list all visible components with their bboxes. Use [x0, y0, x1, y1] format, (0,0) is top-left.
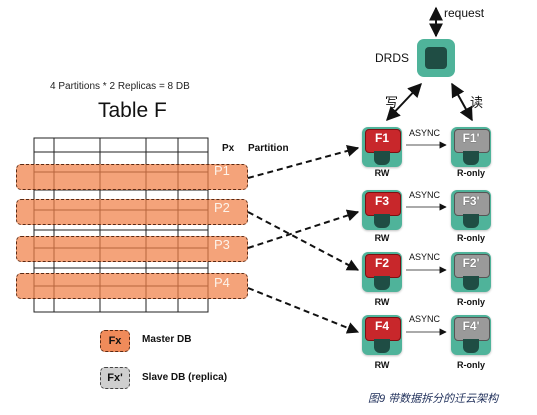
write-label: 写: [385, 95, 399, 110]
partition-bar-p1: [16, 164, 248, 190]
read-only-label: R-only: [457, 360, 485, 370]
async-label: ASYNC: [409, 314, 441, 324]
slave-db-node: F3': [451, 190, 491, 230]
partition-label-p1: P1: [214, 163, 230, 178]
slave-db-label: F4': [462, 319, 480, 333]
read-label: 读: [470, 95, 484, 110]
p1-to-f1: [247, 145, 360, 179]
master-db-label: F3: [374, 194, 389, 208]
p3-to-f3: [247, 209, 360, 249]
master-db-node: F2: [362, 252, 402, 292]
legend-master-swatch: Fx: [100, 330, 130, 352]
rw-label: RW: [374, 233, 390, 243]
drds-node-icon: [417, 39, 455, 77]
rw-label: RW: [374, 360, 390, 370]
async-label: ASYNC: [409, 190, 441, 200]
partition-bar-p2: [16, 199, 248, 225]
column-header-partition: Partition: [248, 143, 289, 154]
p2-to-f2: [247, 211, 360, 271]
partition-label-p2: P2: [214, 200, 230, 215]
table-title: Table F: [98, 99, 167, 122]
partition-label-p4: P4: [214, 275, 230, 290]
partition-bar-p3: [16, 236, 248, 262]
slave-db-label: F2': [462, 256, 480, 270]
read-only-label: R-only: [457, 168, 485, 178]
partition-bar-p4: [16, 273, 248, 299]
partition-label-p3: P3: [214, 237, 230, 252]
legend-slave-swatch: Fx': [100, 367, 130, 389]
master-db-node: F4: [362, 315, 402, 355]
slave-db-label: F3': [462, 194, 480, 208]
master-db-node: F3: [362, 190, 402, 230]
master-db-label: F2: [374, 256, 389, 270]
master-db-label: F4: [374, 319, 389, 333]
slave-db-node: F2': [451, 252, 491, 292]
read-only-label: R-only: [457, 297, 485, 307]
read-only-label: R-only: [457, 233, 485, 243]
p4-to-f4: [247, 287, 360, 334]
master-db-node: F1: [362, 127, 402, 167]
rw-label: RW: [374, 297, 390, 307]
async-label: ASYNC: [409, 128, 441, 138]
master-db-label: F1: [374, 131, 389, 145]
request-label: request: [444, 6, 485, 20]
figure-caption: 图9 带数据拆分的迁云架构: [368, 393, 499, 405]
async-label: ASYNC: [409, 252, 441, 262]
drds-label: DRDS: [375, 51, 410, 65]
slave-db-node: F1': [451, 127, 491, 167]
subtitle: 4 Partitions * 2 Replicas = 8 DB: [50, 81, 190, 92]
read-arrow: [451, 82, 473, 122]
column-header-px: Px: [222, 143, 235, 154]
rw-label: RW: [374, 168, 390, 178]
write-arrow: [386, 82, 422, 122]
slave-db-label: F1': [462, 131, 480, 145]
legend-slave-text: Slave DB (replica): [142, 372, 228, 383]
legend-master-text: Master DB: [142, 334, 192, 345]
slave-db-node: F4': [451, 315, 491, 355]
